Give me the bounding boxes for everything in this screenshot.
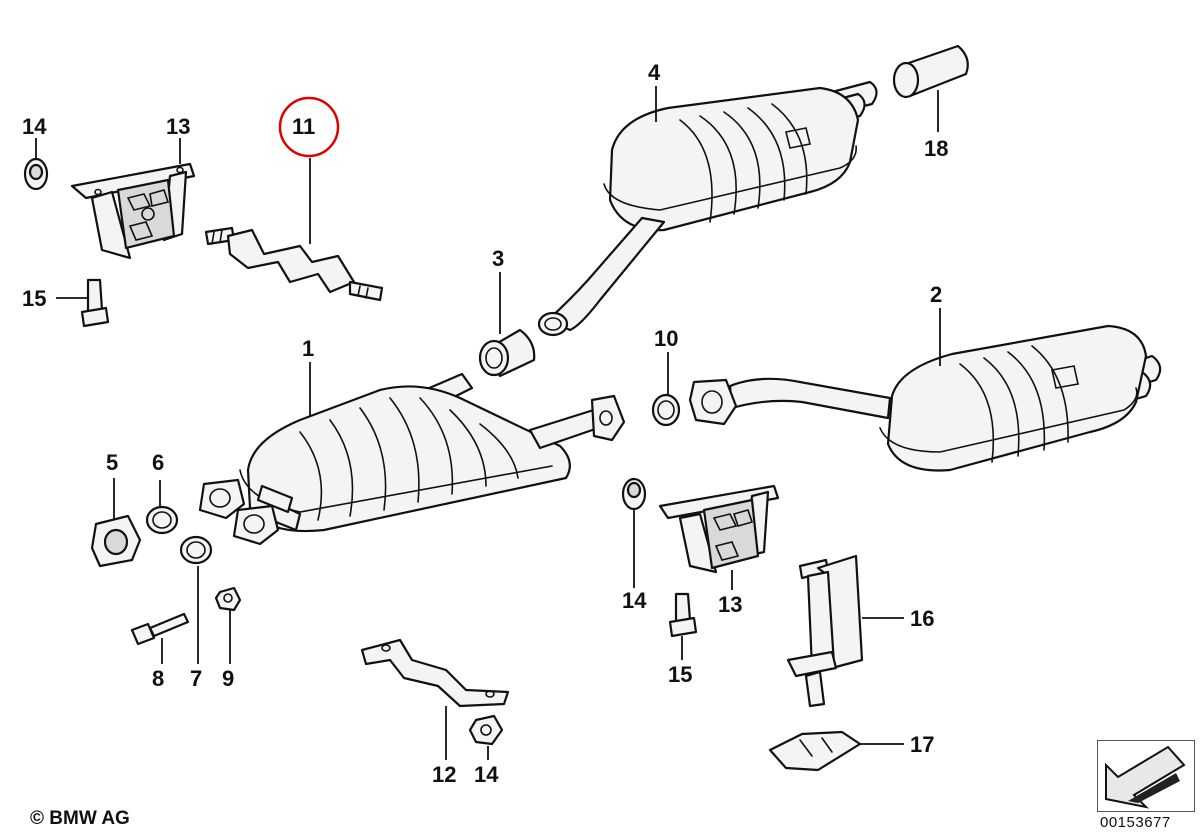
part-1-front-silencer[interactable] (239, 372, 626, 533)
part-6-sealing-ring[interactable] (145, 505, 179, 535)
callout-15-upper[interactable]: 15 (22, 286, 46, 311)
callout-1[interactable]: 1 (302, 336, 314, 361)
callout-11[interactable]: 11 (292, 114, 315, 139)
part-14-rubber-mount-lower[interactable] (621, 477, 647, 511)
callout-17[interactable]: 17 (910, 732, 934, 757)
part-4-rear-silencer[interactable] (537, 80, 878, 337)
callout-13-upper[interactable]: 13 (166, 114, 190, 139)
callout-10[interactable]: 10 (654, 326, 678, 351)
callout-18[interactable]: 18 (924, 136, 948, 161)
part-14-nut-lower[interactable] (468, 714, 504, 746)
callout-12[interactable]: 12 (432, 762, 456, 787)
copyright-text: © BMW AG (30, 808, 130, 829)
orientation-logo-box (1097, 740, 1195, 812)
part-3-pipe-clamp-sleeve[interactable] (478, 328, 536, 378)
callout-16[interactable]: 16 (910, 606, 934, 631)
center-flange[interactable] (688, 378, 738, 426)
part-15-bolt-upper[interactable] (80, 278, 110, 328)
callout-2[interactable]: 2 (930, 282, 942, 307)
leader-lines (35, 86, 941, 760)
callout-7[interactable]: 7 (190, 666, 202, 691)
direction-arrow-icon (1105, 745, 1186, 809)
callout-9[interactable]: 9 (222, 666, 234, 691)
part-18-tailpipe-sleeve[interactable] (892, 44, 969, 99)
callout-14-lower[interactable]: 14 (474, 762, 499, 787)
callout-labels: 1 2 3 4 5 6 7 8 9 10 11 12 13 13 14 14 1… (22, 60, 948, 787)
callout-4[interactable]: 4 (648, 60, 661, 85)
part-13-bracket-lower[interactable] (658, 484, 780, 574)
callout-5[interactable]: 5 (106, 450, 118, 475)
callout-14-middle[interactable]: 14 (622, 588, 647, 613)
callout-14-upper[interactable]: 14 (22, 114, 47, 139)
part-5-flange[interactable] (90, 514, 142, 568)
highlight-circle-part-11 (278, 96, 340, 158)
part-8-bolt[interactable] (130, 612, 190, 646)
part-15-bolt-lower[interactable] (668, 592, 698, 638)
part-17-clip[interactable] (768, 730, 862, 772)
part-11-clamp[interactable] (204, 226, 384, 302)
callout-6[interactable]: 6 (152, 450, 164, 475)
part-13-bracket-upper[interactable] (70, 162, 196, 260)
part-16-hanger-bracket[interactable] (786, 554, 864, 708)
callout-13-lower[interactable]: 13 (718, 592, 742, 617)
part-10-sealing-ring[interactable] (651, 393, 681, 427)
callout-15-lower[interactable]: 15 (668, 662, 692, 687)
part-12-mounting-bracket[interactable] (360, 638, 510, 708)
part-7-sealing-ring[interactable] (179, 535, 213, 565)
front-flanges[interactable] (198, 478, 280, 546)
part-2-center-silencer[interactable] (728, 324, 1162, 472)
document-number: 00153677 (1100, 814, 1171, 831)
callout-8[interactable]: 8 (152, 666, 164, 691)
part-9-nut[interactable] (214, 586, 242, 612)
part-14-rubber-mount-upper[interactable] (23, 157, 49, 191)
callout-3[interactable]: 3 (492, 246, 504, 271)
